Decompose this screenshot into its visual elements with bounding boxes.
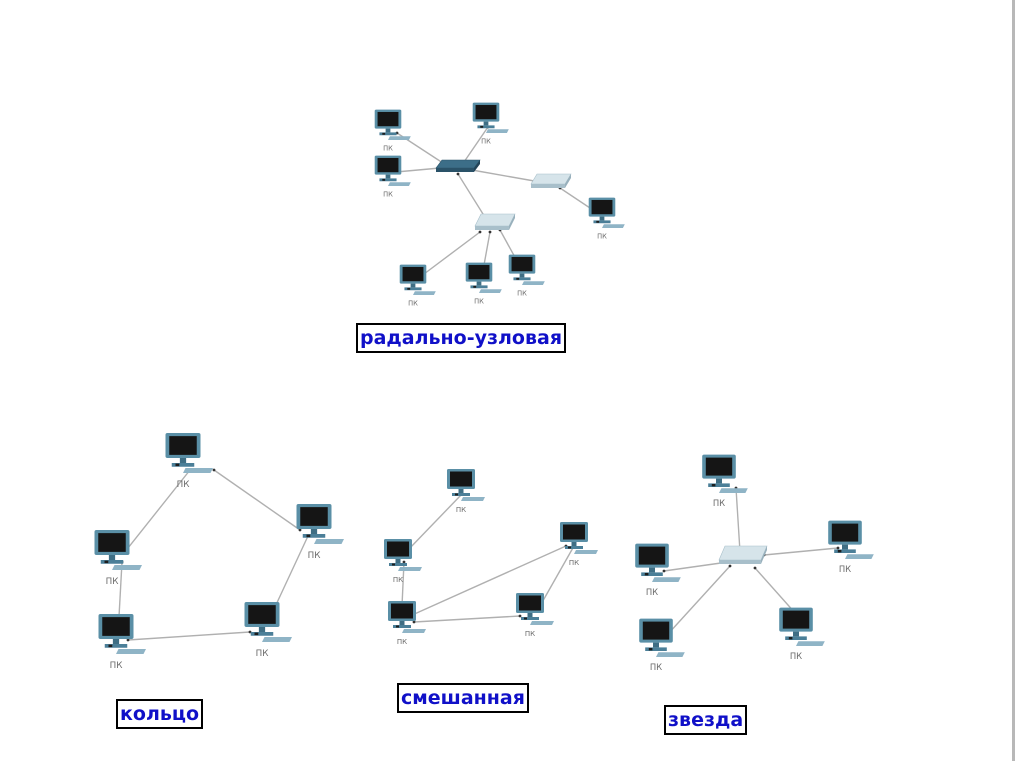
pc-label: ПК: [517, 289, 527, 297]
pc-ring-top: ПК: [165, 433, 213, 490]
switch-star-hub: [718, 545, 768, 564]
caption-radial-nodal: радально-узловая: [356, 323, 567, 353]
pc-label: ПК: [481, 137, 491, 145]
pc-label: ПК: [456, 506, 466, 514]
pc-ring-left: ПК: [94, 530, 142, 587]
pc-radial-1: ПК: [374, 109, 411, 152]
pc-label: ПК: [106, 577, 120, 587]
switch-radial-right: [530, 173, 572, 188]
pc-radial-6: ПК: [465, 262, 502, 305]
pc-star-top: ПК: [702, 454, 748, 508]
link-star-4: [667, 565, 731, 635]
pc-star-left: ПК: [635, 543, 681, 597]
link-ring-1: [123, 469, 191, 554]
pc-radial-3: ПК: [374, 155, 411, 198]
pc-label: ПК: [839, 564, 851, 574]
pc-label: ПК: [650, 662, 662, 672]
page-edge-divider: [1012, 0, 1015, 761]
pc-mixed-left: ПК: [384, 539, 422, 584]
pc-label: ПК: [597, 232, 607, 240]
pc-radial-7: ПК: [508, 254, 545, 297]
pc-mixed-bottom-right: ПК: [516, 593, 554, 638]
pc-star-bottom-right: ПК: [779, 607, 825, 661]
switch-radial-core: [435, 159, 481, 172]
switch-radial-bottom: [474, 213, 516, 230]
link-mixed-4: [413, 615, 521, 623]
pc-label: ПК: [308, 551, 322, 561]
pc-radial-4: ПК: [588, 197, 625, 240]
link-radial-4: [471, 169, 541, 183]
pc-radial-2: ПК: [472, 102, 509, 145]
link-mixed-3: [409, 545, 567, 617]
pc-label: ПК: [790, 651, 802, 661]
pc-label: ПК: [569, 559, 579, 567]
pc-mixed-top: ПК: [447, 469, 485, 514]
pc-label: ПК: [713, 498, 725, 508]
caption-ring: кольцо: [116, 699, 204, 729]
link-radial-3: [395, 167, 441, 173]
pc-radial-5: ПК: [399, 264, 436, 307]
pc-label: ПК: [383, 190, 393, 198]
pc-label: ПК: [393, 576, 403, 584]
link-star-3: [763, 547, 839, 556]
pc-label: ПК: [646, 587, 658, 597]
link-ring-4: [127, 631, 251, 641]
link-radial-7: [415, 231, 481, 281]
caption-star: звезда: [664, 705, 748, 735]
pc-label: ПК: [383, 144, 393, 152]
link-mixed-1: [407, 493, 463, 551]
pc-star-right: ПК: [828, 520, 874, 574]
pc-label: ПК: [256, 649, 270, 659]
links-layer: [116, 125, 840, 642]
link-mixed-5: [539, 545, 575, 607]
pc-star-bottom-left: ПК: [639, 618, 685, 672]
pc-label: ПК: [177, 480, 191, 490]
link-star-1: [735, 487, 741, 553]
link-ring-2: [213, 469, 301, 531]
pc-label: ПК: [474, 297, 484, 305]
link-star-5: [754, 567, 797, 615]
pc-label: ПК: [408, 299, 418, 307]
pc-mixed-right: ПК: [560, 522, 598, 567]
pc-ring-bottom-left: ПК: [98, 614, 146, 671]
link-star-2: [663, 561, 729, 572]
link-radial-2: [463, 126, 489, 163]
pc-label: ПК: [397, 638, 407, 646]
caption-mixed: смешанная: [397, 683, 529, 713]
pc-ring-right: ПК: [296, 504, 344, 561]
pc-mixed-bottom-left: ПК: [388, 601, 426, 646]
pc-label: ПК: [525, 630, 535, 638]
pc-label: ПК: [110, 661, 124, 671]
pc-ring-bottom-right: ПК: [244, 602, 292, 659]
nodes-layer: ПК ПК ПК ПК ПК ПК ПК ПК ПК ПК ПК ПК ПК ПК ПК ПК ПК ПК ПК ПК…: [94, 102, 874, 672]
